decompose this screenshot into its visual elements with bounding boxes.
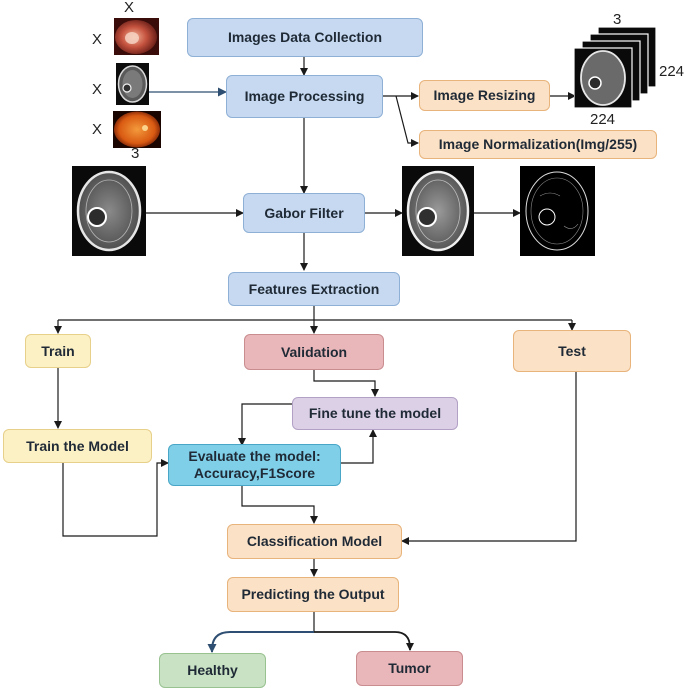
tumor-label: Tumor	[388, 660, 431, 676]
train-the-model-label: Train the Model	[26, 437, 129, 454]
image-processing-box: Image Processing	[226, 75, 383, 118]
edge-map-image	[520, 166, 595, 256]
arrow-evaluate-to-classification	[241, 486, 318, 524]
x-label-row2: X	[92, 81, 103, 98]
test-box: Test	[513, 330, 631, 372]
predicting-output-box: Predicting the Output	[227, 577, 399, 612]
train-box: Train	[25, 334, 91, 368]
tumor-box: Tumor	[356, 651, 463, 686]
arrow-trainmodel-to-evaluate	[62, 459, 169, 537]
image-normalization-label: Image Normalization(Img/255)	[438, 136, 638, 152]
x-label-row3: X	[92, 121, 103, 138]
validation-label: Validation	[280, 343, 348, 360]
validation-box: Validation	[244, 334, 384, 370]
arrow-to-healthy	[207, 631, 314, 653]
train-label: Train	[41, 342, 75, 359]
fine-tune-label: Fine tune the model	[308, 405, 442, 421]
channel-label-stack: 3	[613, 11, 622, 28]
fine-tune-box: Fine tune the model	[292, 397, 458, 430]
gabor-filter-box: Gabor Filter	[243, 193, 365, 233]
arrow-to-tumor	[314, 631, 414, 651]
arrow-test-to-classification	[401, 372, 577, 545]
x-label-row1: X	[92, 31, 103, 48]
images-data-collection-label: Images Data Collection	[227, 29, 383, 45]
healthy-box: Healthy	[159, 653, 266, 688]
evaluate-model-line1: Evaluate the model:	[188, 448, 321, 464]
arrow-evaluate-to-finetune	[341, 429, 377, 464]
gabor-filter-label: Gabor Filter	[264, 204, 344, 221]
mri-gabor-image	[402, 166, 474, 256]
test-label: Test	[558, 342, 586, 359]
classification-model-box: Classification Model	[227, 524, 402, 559]
x-label-top: X	[124, 0, 135, 16]
height-label-stack: 224	[590, 111, 616, 128]
image-resizing-box: Image Resizing	[419, 80, 550, 111]
images-data-collection-box: Images Data Collection	[187, 18, 423, 57]
channel-label-left: 3	[131, 145, 140, 162]
arrow-processing-to-normalization	[395, 95, 419, 147]
evaluate-model-line2: Accuracy,F1Score	[193, 465, 316, 481]
healthy-label: Healthy	[187, 662, 238, 678]
train-the-model-box: Train the Model	[3, 429, 152, 463]
resized-image-stack	[574, 27, 658, 109]
arrow-validation-to-finetune	[313, 370, 379, 397]
width-label-stack: 224	[659, 63, 685, 80]
evaluate-model-box: Evaluate the model: Accuracy,F1Score	[168, 444, 341, 486]
features-extraction-label: Features Extraction	[248, 280, 380, 297]
mri-small-image	[116, 63, 149, 105]
endoscopy-image	[114, 18, 159, 55]
image-processing-label: Image Processing	[244, 88, 365, 104]
features-extraction-box: Features Extraction	[228, 272, 400, 306]
retina-image	[113, 111, 161, 148]
image-normalization-box: Image Normalization(Img/255)	[419, 130, 657, 159]
arrow-finetune-to-evaluate	[238, 403, 292, 446]
mri-input-image	[72, 166, 146, 256]
predicting-output-label: Predicting the Output	[241, 586, 385, 602]
classification-model-label: Classification Model	[246, 533, 383, 549]
image-resizing-label: Image Resizing	[433, 87, 536, 103]
